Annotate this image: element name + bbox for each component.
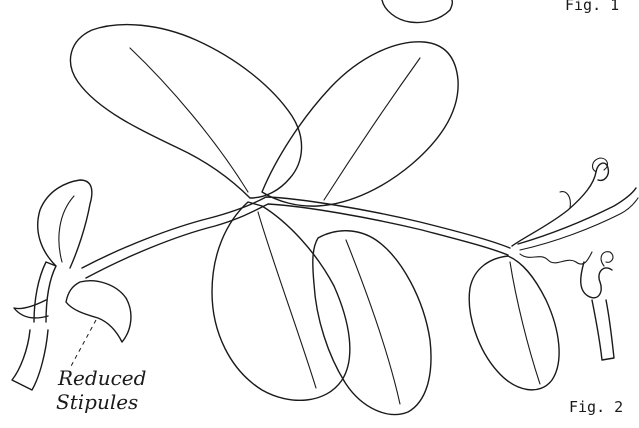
leaflet-bottom-center-left-midrib <box>258 212 316 388</box>
main-rachis <box>82 197 510 268</box>
fig1-leaf-fragment <box>382 0 452 23</box>
leaflet-top-right <box>262 42 458 206</box>
tendril-coil <box>601 252 613 266</box>
tendril-lower <box>581 262 612 298</box>
fig2-label: Fig. 2 <box>569 398 623 416</box>
tendril-right-long <box>518 188 636 244</box>
stipule-label-line2: Stipules <box>56 390 138 414</box>
stipule-left <box>14 300 48 318</box>
leaflet-bottom-center-right <box>313 231 431 415</box>
stipule-right <box>66 281 131 342</box>
stipule-bud <box>38 180 92 268</box>
tendril-upper <box>512 163 608 246</box>
basal-stem-upper <box>34 262 56 322</box>
tendril-branch <box>560 192 570 208</box>
leaflet-terminal <box>469 256 559 390</box>
stipule-label-line1: Reduced <box>58 366 146 390</box>
basal-stem <box>12 330 48 390</box>
main-rachis-lower <box>86 204 508 278</box>
tendril-right-long-2 <box>520 198 638 250</box>
leaflet-top-left <box>70 25 301 198</box>
stipule-bud-fold <box>59 196 74 262</box>
tendril-stalk <box>592 300 614 360</box>
tendril-wavy <box>520 252 592 264</box>
leaflet-bottom-center-left <box>212 202 350 400</box>
fig1-label: Fig. 1 <box>565 0 619 14</box>
leaflet-bottom-center-right-midrib <box>346 240 400 404</box>
stipule-leader-line <box>70 320 96 368</box>
leaflet-top-left-midrib <box>130 48 248 192</box>
leaflet-terminal-midrib <box>510 262 540 384</box>
